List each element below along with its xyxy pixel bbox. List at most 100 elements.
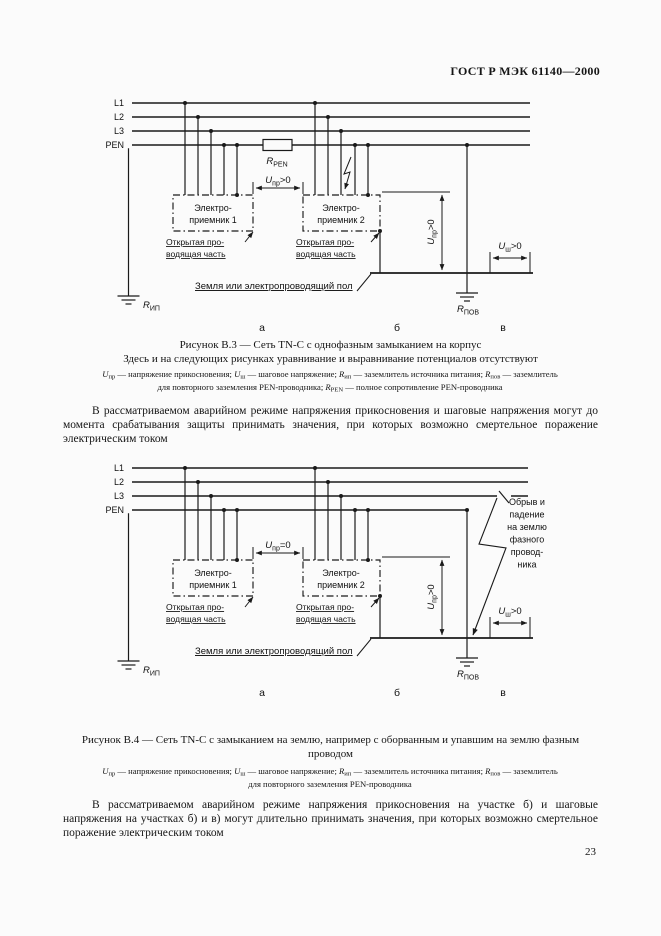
exposed-part-label-2: Открытая про- водящая часть [296,232,380,259]
supply-buses: L1 L2 L3 PEN [105,98,530,150]
paragraph-2: В рассматриваемом аварийном режиме напря… [63,799,598,839]
supply-buses: L1 L2 L3 PEN [105,463,528,515]
svg-text:Обрыв и: Обрыв и [509,497,545,507]
label-upr-v: Uпр>0 [426,584,439,609]
load2-label-line1: Электро- [322,203,360,213]
svg-text:водящая часть: водящая часть [296,614,356,624]
figure-b3-note: Здесь и на следующих рисунках уравнивани… [123,352,538,365]
load1-label-line2: приемник 1 [189,580,237,590]
bus-label-l1: L1 [114,463,124,473]
svg-text:на землю: на землю [507,522,547,532]
label-r-pov: RПОВ [457,669,479,682]
terminal-pen [125,506,132,514]
bus-label-l3: L3 [114,491,124,501]
zone-label-b: б [394,322,400,334]
bus-label-l2: L2 [114,112,124,122]
load2-drops [313,101,370,197]
source-earth: RИП [117,148,160,313]
dimension-upr-between: Uпр>0 [252,175,304,194]
figure-b4-legend: Uпр — напряжение прикосновения; Uш — шаг… [102,766,558,789]
load1-label-line2: приемник 1 [189,215,237,225]
svg-text:Открытая про-: Открытая про- [166,237,224,247]
paragraph-1: В рассматриваемом аварийном режиме напря… [63,405,598,445]
dimension-upr-vertical: Uпр>0 [382,556,450,636]
source-earth: RИП [117,513,160,678]
pen-repeat-earthing: RПОВ [456,508,479,682]
bus-label-pen: PEN [105,140,124,150]
terminal-l3 [125,492,132,500]
bus-label-l1: L1 [114,98,124,108]
load1-label-line1: Электро- [194,568,232,578]
zone-label-a: а [259,322,265,334]
load-box-1 [172,559,254,597]
svg-text:падение: падение [509,510,544,520]
conductor-break-tick [498,490,510,504]
terminal-l2 [125,113,132,121]
terminal-l2 [125,478,132,486]
dimension-ush: Uш>0 [489,606,531,638]
load2-label-line2: приемник 2 [317,215,365,225]
label-r-ip: RИП [143,300,160,313]
exposed-part-label-1: Открытая про- водящая часть [166,231,254,259]
dimension-ush: Uш>0 [489,241,531,273]
zone-label-v: в [500,322,506,334]
figure-b3-legend: Uпр — напряжение прикосновения; Uш — шаг… [102,369,558,394]
load-box-2 [302,559,381,597]
label-upr-h: Uпр=0 [265,540,290,553]
label-r-ip: RИП [143,665,160,678]
label-upr-v: Uпр>0 [426,219,439,244]
fallen-conductor-arrow [472,497,507,636]
svg-text:провод-: провод- [511,547,544,557]
figure-b3-diagram: L1 L2 L3 PEN RИП [105,98,533,334]
zone-label-v: в [500,687,506,699]
figure-b4-diagram: L1 L2 L3 PEN Обрыв и падение на землю фа… [105,463,547,699]
bus-label-l3: L3 [114,126,124,136]
ground-label: Земля или электропроводящий пол [195,646,353,657]
svg-text:фазного: фазного [510,535,545,545]
ground-label-group: Земля или электропроводящий пол [195,638,372,657]
label-upr-h: Uпр>0 [265,175,290,188]
exposed-part-label-1: Открытая про- водящая часть [166,596,254,624]
load-box-1 [172,194,254,232]
svg-text:Открытая про-: Открытая про- [166,602,224,612]
ground-label-group: Земля или электропроводящий пол [195,273,372,292]
svg-text:Открытая про-: Открытая про- [296,237,354,247]
load2-label-line2: приемник 2 [317,580,365,590]
svg-text:ника: ника [517,560,536,570]
rpen-resistor: RPEN [262,138,293,169]
svg-text:Открытая про-: Открытая про- [296,602,354,612]
ground-label: Земля или электропроводящий пол [195,281,353,292]
terminal-l1 [125,99,132,107]
load-box-2 [302,194,381,232]
svg-text:водящая часть: водящая часть [296,249,356,259]
dimension-upr-between: Uпр=0 [252,540,304,559]
bus-label-pen: PEN [105,505,124,515]
terminal-l1 [125,464,132,472]
dimension-upr-vertical: Uпр>0 [382,191,450,271]
load1-drops [183,101,239,197]
label-ush: Uш>0 [498,606,521,619]
ground-area [370,637,533,639]
svg-text:водящая часть: водящая часть [166,614,226,624]
label-ush: Uш>0 [498,241,521,254]
ground-area [370,272,533,274]
zone-label-b: б [394,687,400,699]
fault-label: Обрыв и падение на землю фазного провод-… [507,497,547,570]
bus-label-l2: L2 [114,477,124,487]
terminal-l3 [125,127,132,135]
label-r-pov: RПОВ [457,304,479,317]
page-number: 23 [585,846,596,858]
document-header: ГОСТ Р МЭК 61140—2000 [450,64,600,78]
terminal-pen [125,141,132,149]
label-r-pen: RPEN [266,156,287,169]
figure-b3-caption-block: Рисунок В.3 — Сеть TN-C с однофазным зам… [63,339,598,366]
load2-label-line1: Электро- [322,568,360,578]
figure-b4-caption: Рисунок В.4 — Сеть TN-C с замыканием на … [81,734,580,760]
svg-text:водящая часть: водящая часть [166,249,226,259]
figure-b3-caption: Рисунок В.3 — Сеть TN-C с однофазным зам… [179,339,482,351]
load1-drops [183,466,239,562]
load1-label-line1: Электро- [194,203,232,213]
exposed-part-label-2: Открытая про- водящая часть [296,597,380,624]
fault-lightning-icon [343,156,352,190]
